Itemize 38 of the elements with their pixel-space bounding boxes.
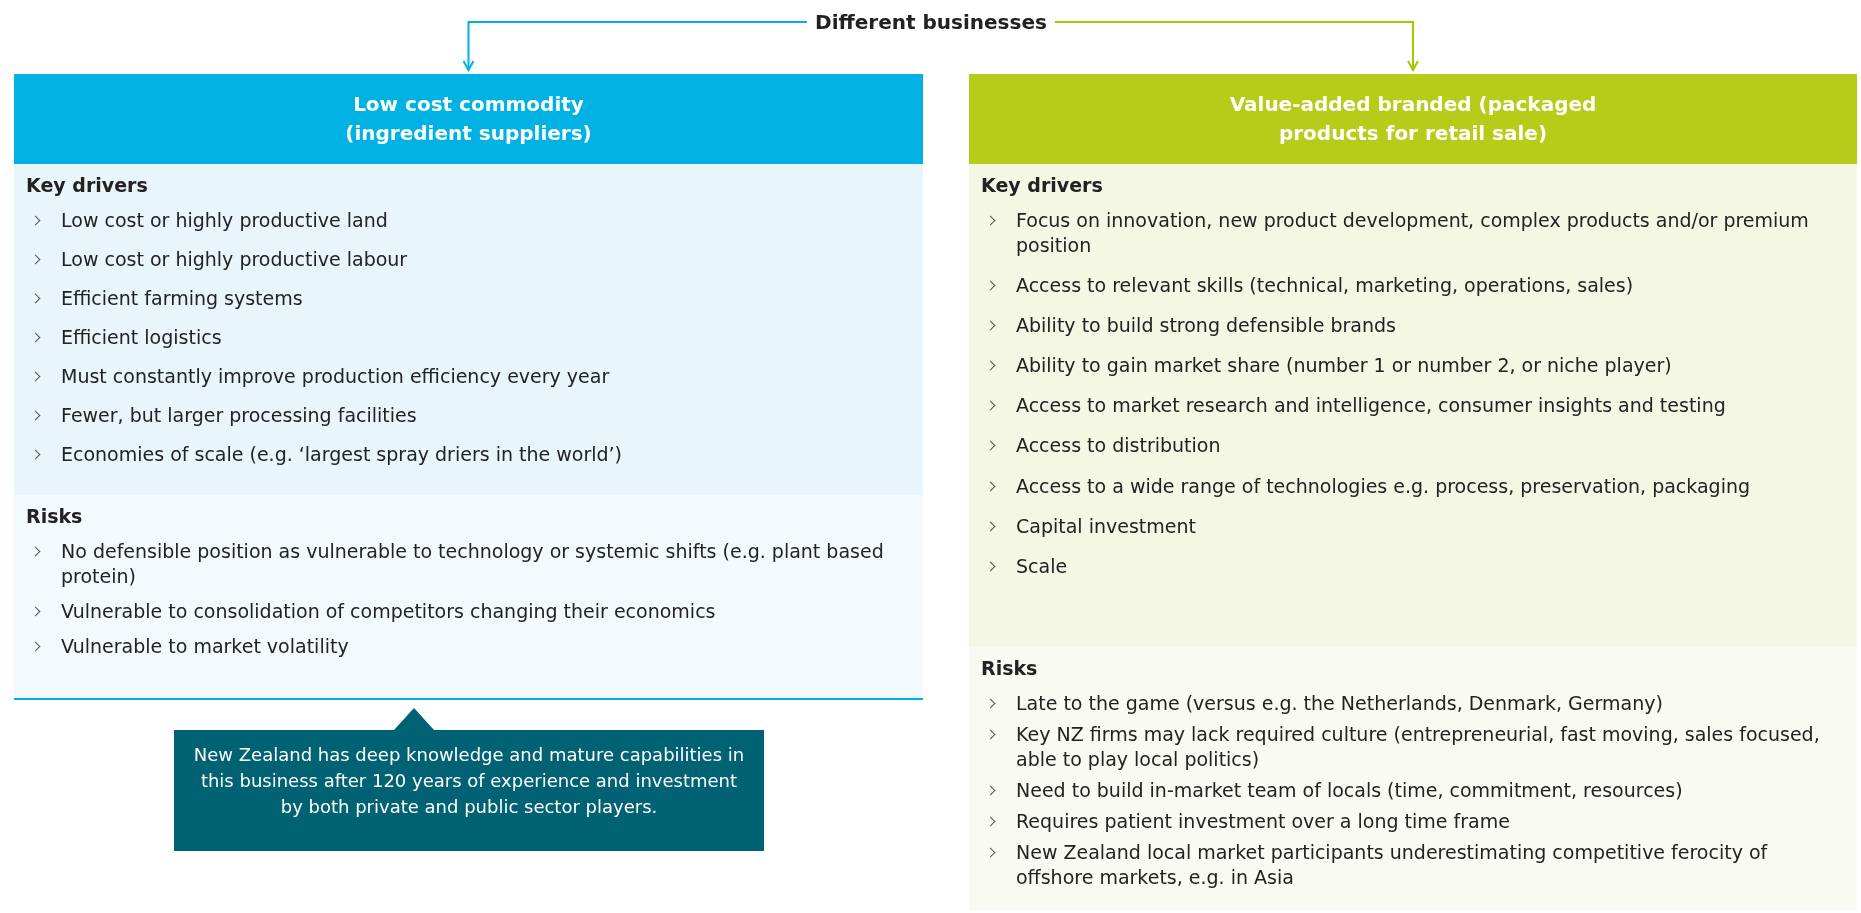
list-item-text: Efficient farming systems: [61, 286, 303, 312]
list-panel: [14, 495, 923, 698]
section-heading: Risks: [26, 505, 83, 527]
arrow: [1053, 21, 1419, 71]
list-item-text: Must constantly improve production efficiency every year: [61, 364, 610, 390]
list-panel: [969, 164, 1857, 647]
list-item-text: Need to build in-market team of locals (time, commitment, resources): [1016, 778, 1683, 804]
list-item-text: Access to distribution: [1016, 433, 1221, 459]
section-heading: Risks: [981, 657, 1038, 679]
list-item-text: No defensible position as vulnerable to technology or systemic shifts (e.g. plant based protein): [61, 539, 885, 590]
list-item-text: Fewer, but larger processing facilities: [61, 403, 417, 429]
list-item-text: Ability to gain market share (number 1 or number 2, or niche player): [1016, 353, 1672, 379]
column-heading: Value-added branded (packaged products for retail sale): [1228, 91, 1598, 147]
list-item-text: Late to the game (versus e.g. the Netherlands, Denmark, Germany): [1016, 691, 1663, 716]
column-heading: Low cost commodity (ingredient suppliers): [344, 91, 593, 147]
section-heading: Key drivers: [981, 174, 1103, 196]
list-item-text: Access to relevant skills (technical, marketing, operations, sales): [1016, 273, 1634, 299]
list-item-text: Efficient logistics: [61, 325, 222, 351]
list-item-text: Access to market research and intelligence, consumer insights and testing: [1016, 393, 1726, 419]
list-panel: [14, 164, 923, 495]
list-item-text: Requires patient investment over a long time frame: [1016, 809, 1510, 835]
list-item-text: Economies of scale (e.g. ‘largest spray driers in the world’): [61, 442, 622, 468]
list-item-text: New Zealand local market participants underestimating competitive ferocity of offshore markets, e.g. in Asia: [1016, 840, 1769, 891]
list-item-text: Key NZ firms may lack required culture (entrepreneurial, fast moving, sales focused, able to play local politics): [1016, 722, 1821, 773]
list-item-text: Capital investment: [1016, 513, 1196, 539]
section-heading: Key drivers: [26, 174, 148, 196]
list-item-text: Scale: [1016, 553, 1068, 579]
column-panel: [14, 74, 923, 700]
list-item-text: Low cost or highly productive labour: [61, 247, 408, 273]
arrow: [462, 21, 809, 71]
list-item-text: Access to a wide range of technologies e.g. process, preservation, packaging: [1016, 473, 1751, 499]
list-item-text: Vulnerable to market volatility: [61, 634, 349, 660]
list-item-text: Low cost or highly productive land: [61, 208, 388, 233]
list-item-text: Ability to build strong defensible brands: [1016, 313, 1396, 339]
callout-box: [174, 708, 764, 851]
list-item-text: Vulnerable to consolidation of competitors changing their economics: [61, 599, 716, 625]
callout-text: New Zealand has deep knowledge and mature capabilities in this business after 120 years of experience and investment by both private and public sector players.: [192, 743, 746, 820]
list-item-text: Focus on innovation, new product development, complex products and/or premium position: [1016, 208, 1810, 259]
